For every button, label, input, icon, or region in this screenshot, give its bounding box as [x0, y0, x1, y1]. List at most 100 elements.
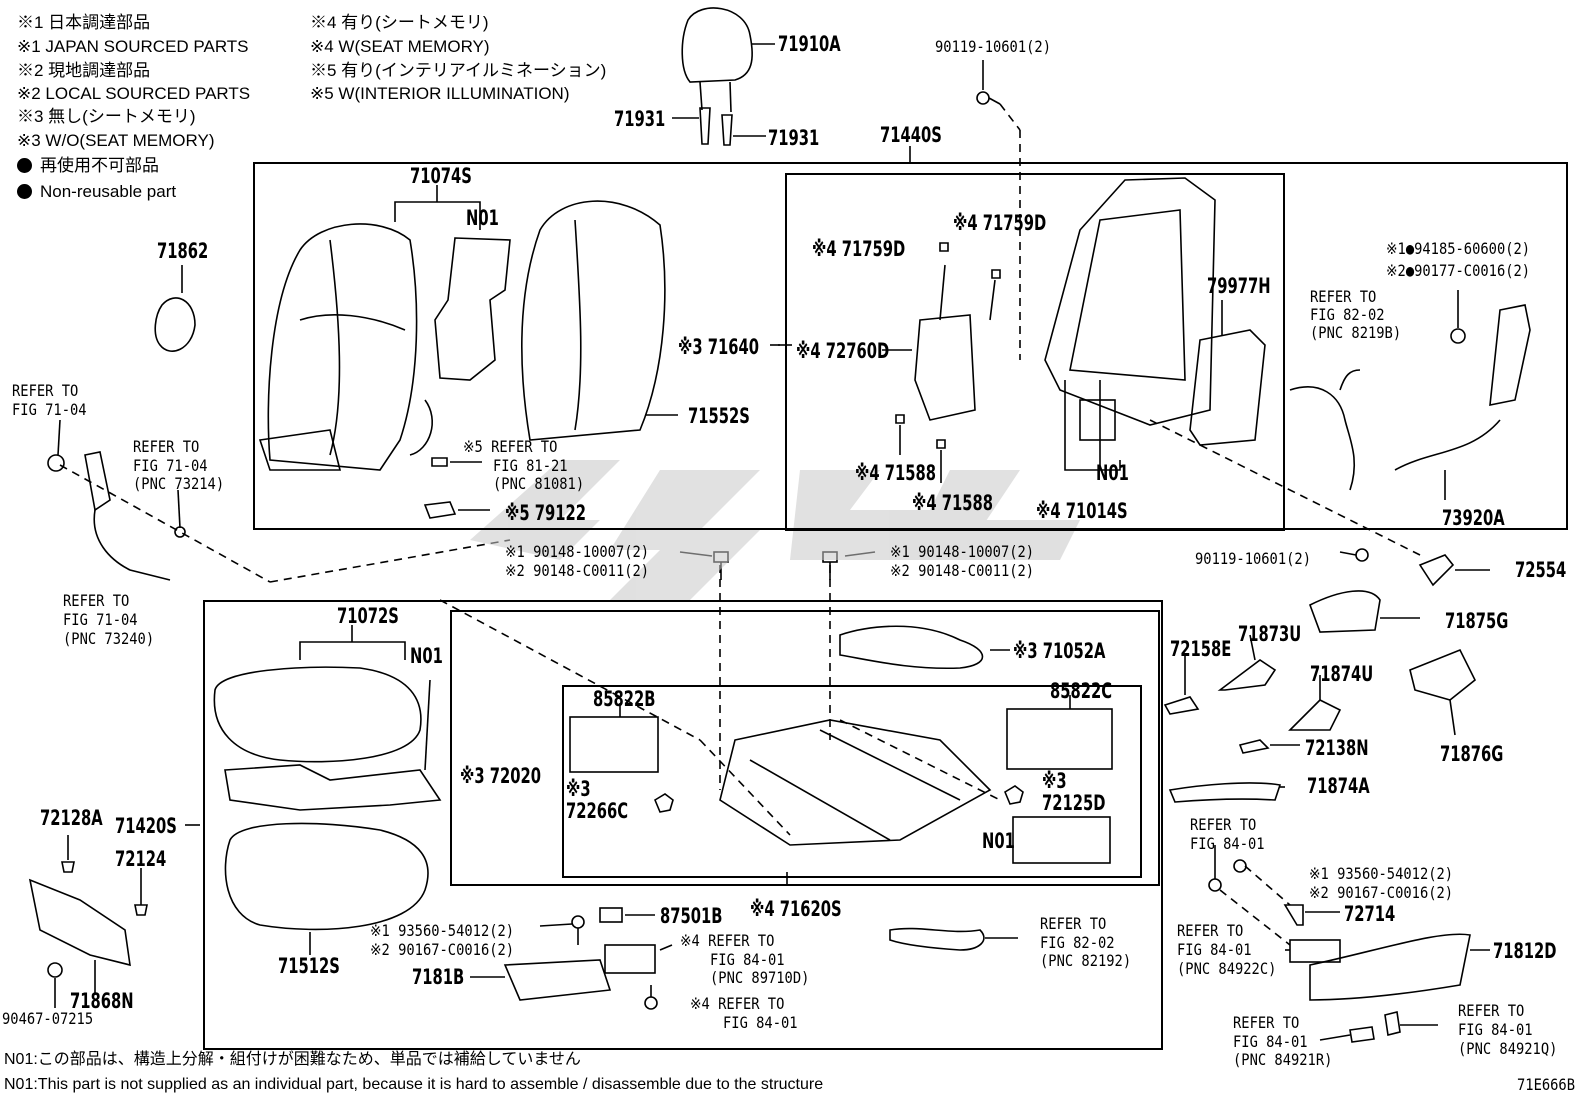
part-label[interactable]: ※2 90167-C0016(2): [1309, 883, 1454, 902]
reference-label[interactable]: FIG 71-04: [12, 400, 87, 419]
part-label[interactable]: 71910A: [778, 32, 841, 56]
reference-label[interactable]: (PNC 8219B): [1310, 323, 1402, 342]
reference-label[interactable]: ※4 REFER TO: [680, 931, 775, 950]
part-label[interactable]: ※4 71759D: [812, 237, 906, 261]
part-label[interactable]: 71440S: [880, 123, 942, 147]
part-label[interactable]: 71552S: [688, 404, 750, 428]
part-label[interactable]: ※3 72020: [460, 764, 541, 788]
reference-label[interactable]: REFER TO: [1233, 1013, 1300, 1032]
part-label[interactable]: 7181B: [412, 965, 465, 989]
part-label[interactable]: N01: [410, 644, 443, 668]
part-label[interactable]: 72554: [1515, 558, 1567, 582]
part-label[interactable]: 71874A: [1307, 774, 1370, 798]
part-label[interactable]: 85822C: [1050, 679, 1113, 703]
reference-label[interactable]: (PNC 84922C): [1177, 959, 1277, 978]
part-label[interactable]: 71873U: [1238, 622, 1302, 646]
part-label[interactable]: ※1 90148-10007(2): [890, 542, 1035, 561]
part-label[interactable]: ※4 71588: [912, 491, 993, 515]
reference-label[interactable]: FIG 84-01: [723, 1013, 798, 1032]
part-label[interactable]: ※3 72125D: [1042, 769, 1106, 815]
part-label[interactable]: ※4 71588: [855, 461, 936, 485]
reference-label[interactable]: (PNC 84921R): [1233, 1050, 1333, 1069]
legend-line: ※2 LOCAL SOURCED PARTS: [17, 84, 251, 103]
part-label[interactable]: 87501B: [660, 904, 723, 928]
part-label[interactable]: 72714: [1344, 902, 1396, 926]
reference-label[interactable]: FIG 84-01: [1190, 834, 1265, 853]
part-label[interactable]: N01: [982, 829, 1015, 853]
reference-label[interactable]: FIG 81-21: [493, 456, 568, 475]
reference-label[interactable]: REFER TO: [1190, 815, 1257, 834]
reference-label[interactable]: ※5 REFER TO: [463, 437, 558, 456]
part-label[interactable]: ※3 72266C: [566, 777, 629, 823]
part-label[interactable]: 85822B: [593, 687, 656, 711]
part-label[interactable]: ※4 71620S: [750, 897, 842, 921]
legend-line: ※4 有り(シートメモリ): [310, 13, 489, 32]
part-label[interactable]: ※2 90148-C0011(2): [890, 561, 1035, 580]
part-label[interactable]: 90467-07215: [2, 1009, 94, 1028]
part-label[interactable]: 71874U: [1310, 662, 1374, 686]
part-label[interactable]: ※1 93560-54012(2): [370, 921, 515, 940]
part-label[interactable]: 71072S: [337, 604, 399, 628]
reference-label[interactable]: FIG 84-01: [1177, 940, 1252, 959]
legend-line-nonreusable-ja: 再使用不可部品: [17, 156, 159, 175]
part-label[interactable]: 71875G: [1445, 609, 1509, 633]
part-label[interactable]: 71862: [157, 239, 209, 263]
part-label[interactable]: N01: [1096, 461, 1129, 485]
part-label[interactable]: 71420S: [115, 814, 177, 838]
reference-label[interactable]: REFER TO: [63, 591, 130, 610]
part-label[interactable]: N01: [466, 206, 499, 230]
reference-label[interactable]: (PNC 81081): [493, 474, 585, 493]
reference-label[interactable]: (PNC 82192): [1040, 951, 1132, 970]
reference-label[interactable]: REFER TO: [1458, 1001, 1525, 1020]
part-label[interactable]: ※3 71052A: [1013, 639, 1106, 663]
part-label[interactable]: ※2 90148-C0011(2): [505, 561, 650, 580]
reference-label[interactable]: FIG 71-04: [133, 456, 208, 475]
part-label[interactable]: 71074S: [410, 164, 472, 188]
non-reusable-dot-icon: [17, 184, 32, 199]
legend-line: ※1 日本調達部品: [17, 13, 151, 32]
part-label[interactable]: 71812D: [1493, 939, 1557, 963]
reference-label[interactable]: REFER TO: [1040, 914, 1107, 933]
reference-label[interactable]: (PNC 73214): [133, 474, 225, 493]
part-label[interactable]: 79977H: [1207, 274, 1271, 298]
part-label[interactable]: ※4 72760D: [796, 339, 890, 363]
part-label[interactable]: 72138N: [1305, 736, 1369, 760]
part-label[interactable]: 90119-10601(2): [1195, 549, 1311, 568]
reference-label[interactable]: ※4 REFER TO: [690, 994, 785, 1013]
part-label[interactable]: 71876G: [1440, 742, 1504, 766]
part-label[interactable]: 71512S: [278, 954, 340, 978]
legend-line-nonreusable-en: Non-reusable part: [17, 182, 176, 201]
reference-label[interactable]: REFER TO: [133, 437, 200, 456]
reference-label[interactable]: FIG 82-02: [1040, 933, 1115, 952]
part-label[interactable]: ※1 90148-10007(2): [505, 542, 650, 561]
reference-label[interactable]: FIG 71-04: [63, 610, 138, 629]
part-label[interactable]: 71931: [768, 126, 820, 150]
part-label[interactable]: 72158E: [1170, 637, 1232, 661]
part-label[interactable]: 71868N: [70, 989, 134, 1013]
part-label[interactable]: 71931: [614, 107, 666, 131]
reference-label[interactable]: (PNC 84921Q): [1458, 1039, 1558, 1058]
part-label[interactable]: 72124: [115, 847, 167, 871]
part-label[interactable]: ※3 71640: [678, 335, 759, 359]
part-label[interactable]: ※2 90167-C0016(2): [370, 940, 515, 959]
part-label[interactable]: ※2●90177-C0016(2): [1386, 261, 1531, 280]
reference-label[interactable]: REFER TO: [1310, 287, 1377, 306]
reference-label[interactable]: FIG 84-01: [1233, 1032, 1308, 1051]
part-label[interactable]: 73920A: [1442, 506, 1505, 530]
reference-label[interactable]: FIG 84-01: [710, 950, 785, 969]
reference-label[interactable]: (PNC 73240): [63, 629, 155, 648]
reference-label[interactable]: (PNC 89710D): [710, 968, 810, 987]
part-label[interactable]: ※4 71014S: [1036, 499, 1128, 523]
part-label[interactable]: ※1 93560-54012(2): [1309, 864, 1454, 883]
reference-label[interactable]: REFER TO: [12, 381, 79, 400]
part-label[interactable]: ※1●94185-60600(2): [1386, 239, 1531, 258]
part-label[interactable]: ※5 79122: [505, 501, 586, 525]
reference-label[interactable]: FIG 84-01: [1458, 1020, 1533, 1039]
reference-label[interactable]: FIG 82-02: [1310, 305, 1385, 324]
part-label[interactable]: ※4 71759D: [953, 211, 1047, 235]
part-label[interactable]: 72128A: [40, 806, 103, 830]
reference-label[interactable]: REFER TO: [1177, 921, 1244, 940]
part-label[interactable]: 90119-10601(2): [935, 37, 1051, 56]
